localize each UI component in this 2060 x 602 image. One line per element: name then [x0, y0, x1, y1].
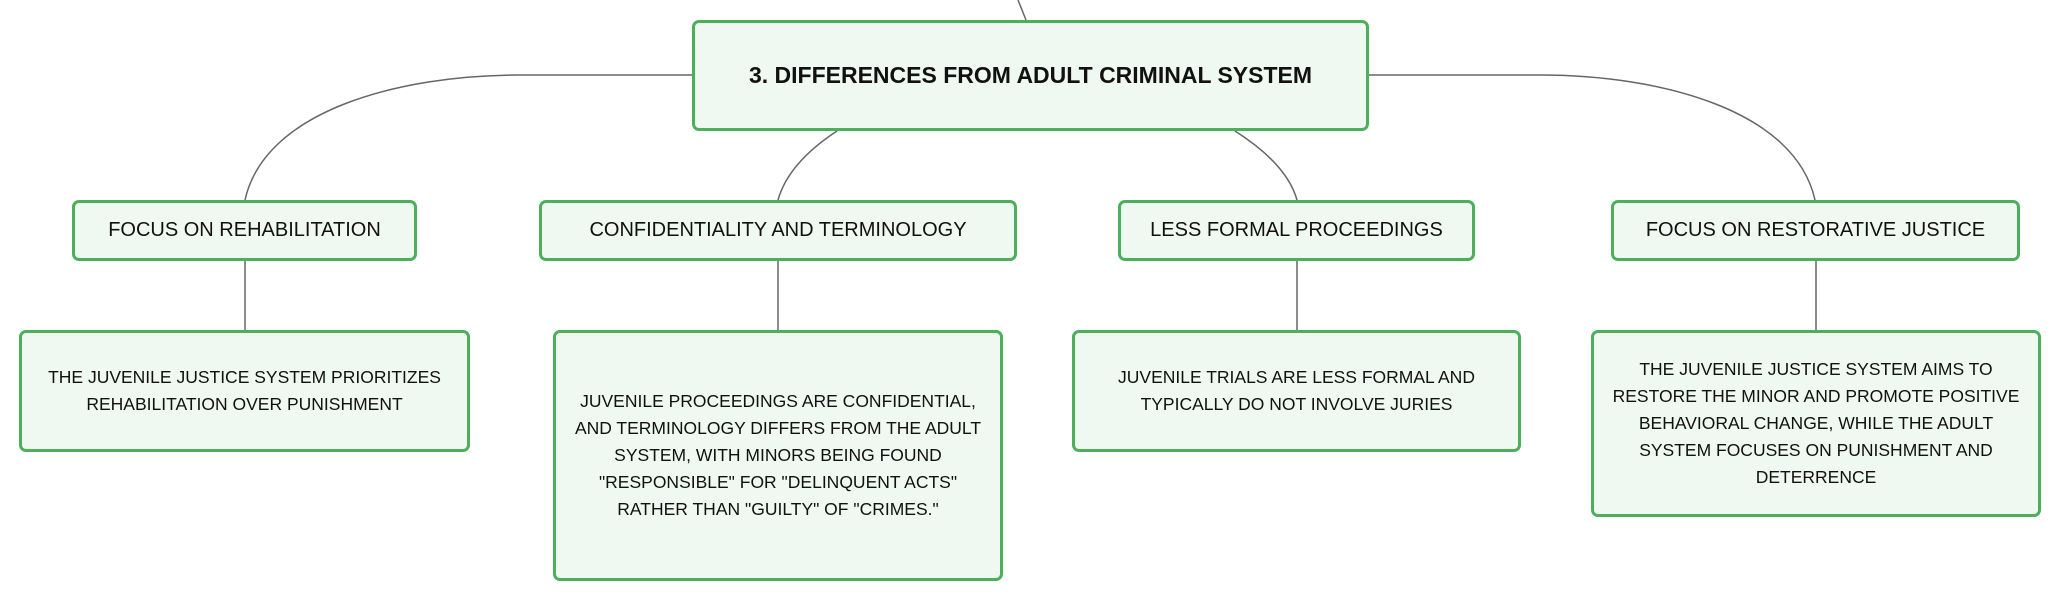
connector-root-to-focus-on-rehabilitation — [244, 74, 692, 201]
topic-label: FOCUS ON RESTORATIVE JUSTICE — [1645, 219, 1986, 241]
detail-restorative-justice[interactable]: THE JUVENILE JUSTICE SYSTEM AIMS TO REST… — [1591, 330, 2041, 517]
connector-root-to-restorative-justice — [1369, 74, 1816, 201]
detail-less-formal-proceedings[interactable]: JUVENILE TRIALS ARE LESS FORMAL AND TYPI… — [1072, 330, 1521, 452]
connector-parent-to-root — [1017, 0, 1027, 21]
topic-focus-on-restorative-justice[interactable]: FOCUS ON RESTORATIVE JUSTICE — [1611, 200, 2020, 261]
topic-less-formal-proceedings[interactable]: LESS FORMAL PROCEEDINGS — [1118, 200, 1475, 261]
root-topic-node[interactable]: 3. DIFFERENCES FROM ADULT CRIMINAL SYSTE… — [692, 20, 1369, 131]
detail-text: THE JUVENILE JUSTICE SYSTEM PRIORITIZES … — [48, 367, 441, 414]
topic-confidentiality-and-terminology[interactable]: CONFIDENTIALITY AND TERMINOLOGY — [539, 200, 1017, 261]
topic-label: FOCUS ON REHABILITATION — [108, 219, 381, 241]
topic-label: LESS FORMAL PROCEEDINGS — [1150, 219, 1443, 241]
detail-text: JUVENILE TRIALS ARE LESS FORMAL AND TYPI… — [1118, 367, 1475, 414]
connector-root-to-confidentiality — [777, 130, 838, 201]
root-topic-label: 3. DIFFERENCES FROM ADULT CRIMINAL SYSTE… — [748, 62, 1313, 88]
detail-text: THE JUVENILE JUSTICE SYSTEM AIMS TO REST… — [1612, 359, 2020, 487]
detail-confidentiality-and-terminology[interactable]: JUVENILE PROCEEDINGS ARE CONFIDENTIAL, A… — [553, 330, 1003, 581]
topic-label: CONFIDENTIALITY AND TERMINOLOGY — [589, 219, 967, 241]
detail-rehabilitation[interactable]: THE JUVENILE JUSTICE SYSTEM PRIORITIZES … — [19, 330, 470, 452]
detail-text: JUVENILE PROCEEDINGS ARE CONFIDENTIAL, A… — [574, 391, 982, 519]
topic-focus-on-rehabilitation[interactable]: FOCUS ON REHABILITATION — [72, 200, 417, 261]
connector-root-to-less-formal-proceedings — [1234, 130, 1298, 201]
